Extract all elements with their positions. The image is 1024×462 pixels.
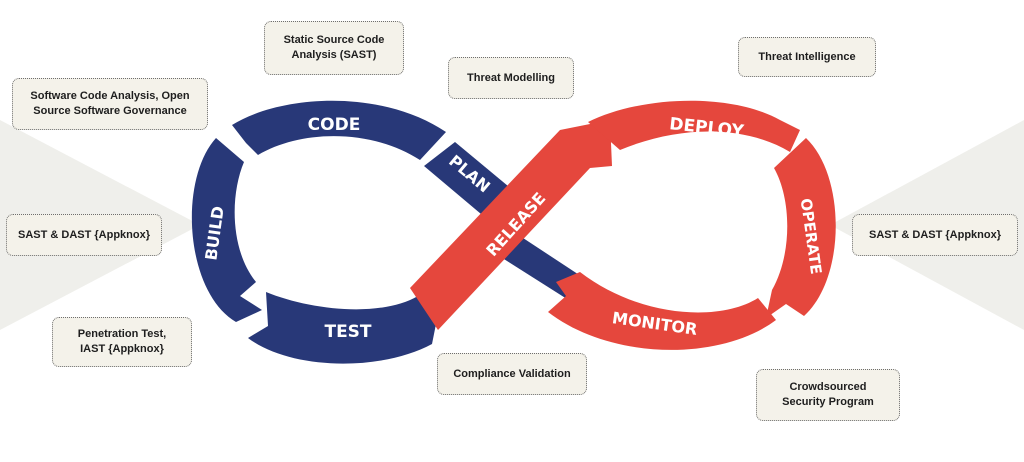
monitor-segment <box>548 272 776 350</box>
note-threat-intelligence: Threat Intelligence <box>738 37 876 77</box>
note-text-line: SAST & DAST {Appknox} <box>868 228 1001 241</box>
note-sast: Static Source Code Analysis (SAST) <box>264 21 404 75</box>
operate-segment <box>766 138 836 318</box>
code-segment <box>232 100 446 160</box>
note-crowdsourced-security: Crowdsourced Security Program <box>756 369 900 421</box>
note-text-line: Software Code Analysis, Open <box>30 90 190 102</box>
note-text-line: Compliance Validation <box>453 367 571 380</box>
note-text-line: SAST & DAST {Appknox} <box>17 228 150 241</box>
note-sast-dast-right: SAST & DAST {Appknox} <box>852 214 1018 256</box>
note-penetration-test: Penetration Test, IAST {Appknox} <box>52 317 192 367</box>
note-text-line: Crowdsourced <box>789 381 867 393</box>
right-loop <box>410 100 836 350</box>
note-text-line: IAST {Appknox} <box>80 343 164 355</box>
left-loop <box>191 100 596 364</box>
note-text-line: Threat Modelling <box>467 71 555 84</box>
note-threat-modelling: Threat Modelling <box>448 57 574 99</box>
release-segment <box>410 120 612 330</box>
note-compliance-validation: Compliance Validation <box>437 353 587 395</box>
note-sast-dast-left: SAST & DAST {Appknox} <box>6 214 162 256</box>
note-text-line: Security Program <box>782 396 874 408</box>
note-text-line: Static Source Code <box>283 34 385 46</box>
build-segment <box>191 138 262 322</box>
deploy-segment <box>588 100 800 152</box>
code-label: CODE <box>308 115 361 135</box>
note-software-code-analysis: Software Code Analysis, Open Source Soft… <box>12 78 208 130</box>
note-text-line: Source Software Governance <box>33 105 187 117</box>
note-text-line: Analysis (SAST) <box>291 49 377 61</box>
note-text-line: Penetration Test, <box>77 328 167 340</box>
test-segment <box>248 292 440 364</box>
test-label: TEST <box>324 322 371 342</box>
note-text-line: Threat Intelligence <box>758 50 856 63</box>
